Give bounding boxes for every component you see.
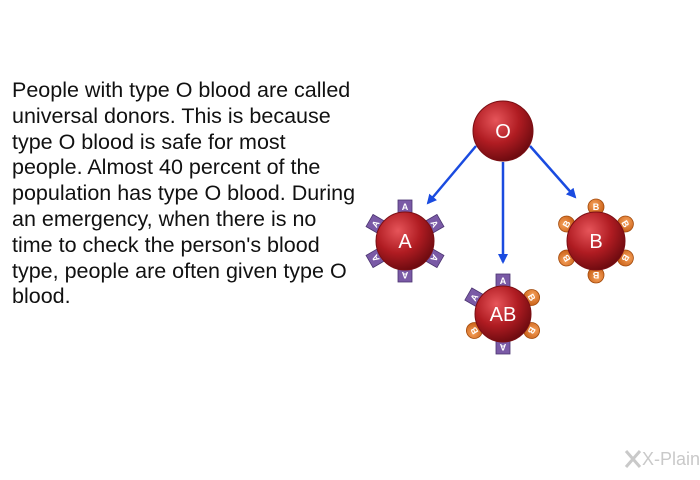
- antigen-label: B: [561, 218, 573, 229]
- antigen-label: B: [526, 292, 538, 303]
- antigen-label: A: [499, 342, 506, 352]
- cell-a: A A A A A A A: [365, 199, 445, 283]
- antigen-label: B: [560, 252, 572, 263]
- antigen-label: B: [619, 219, 631, 230]
- antigen-label: A: [401, 270, 408, 280]
- antigen-label: A: [370, 218, 382, 229]
- arrow-to-b: [529, 145, 577, 199]
- antigen-label: B: [619, 253, 631, 264]
- cell-b: B B B B B B B: [558, 198, 634, 284]
- antigen-label: A: [500, 276, 507, 286]
- antigen-a-marker: A: [397, 267, 413, 283]
- antigen-label: B: [525, 325, 537, 336]
- cell-a-label: A: [398, 231, 412, 253]
- logo-text: X-Plain: [642, 449, 700, 469]
- antigen-label: B: [592, 270, 599, 280]
- antigen-label: A: [428, 219, 440, 230]
- cell-b-label: B: [589, 231, 602, 253]
- arrow-to-a: [426, 145, 477, 205]
- antigen-a-marker: A: [397, 199, 413, 215]
- antigen-label: A: [402, 202, 409, 212]
- antigen-label: A: [428, 253, 440, 264]
- cell-ab-label: AB: [490, 304, 517, 326]
- description-paragraph: People with type O blood are called univ…: [12, 78, 356, 309]
- antigen-label: A: [369, 252, 381, 263]
- antigen-label: A: [468, 292, 480, 303]
- x-plain-logo-icon: [624, 450, 642, 468]
- cell-o-label: O: [495, 121, 511, 143]
- antigen-label: B: [468, 325, 480, 336]
- antigen-label: B: [593, 202, 600, 212]
- cell-o: O: [472, 100, 534, 162]
- x-plain-logo: X-Plain: [624, 449, 700, 475]
